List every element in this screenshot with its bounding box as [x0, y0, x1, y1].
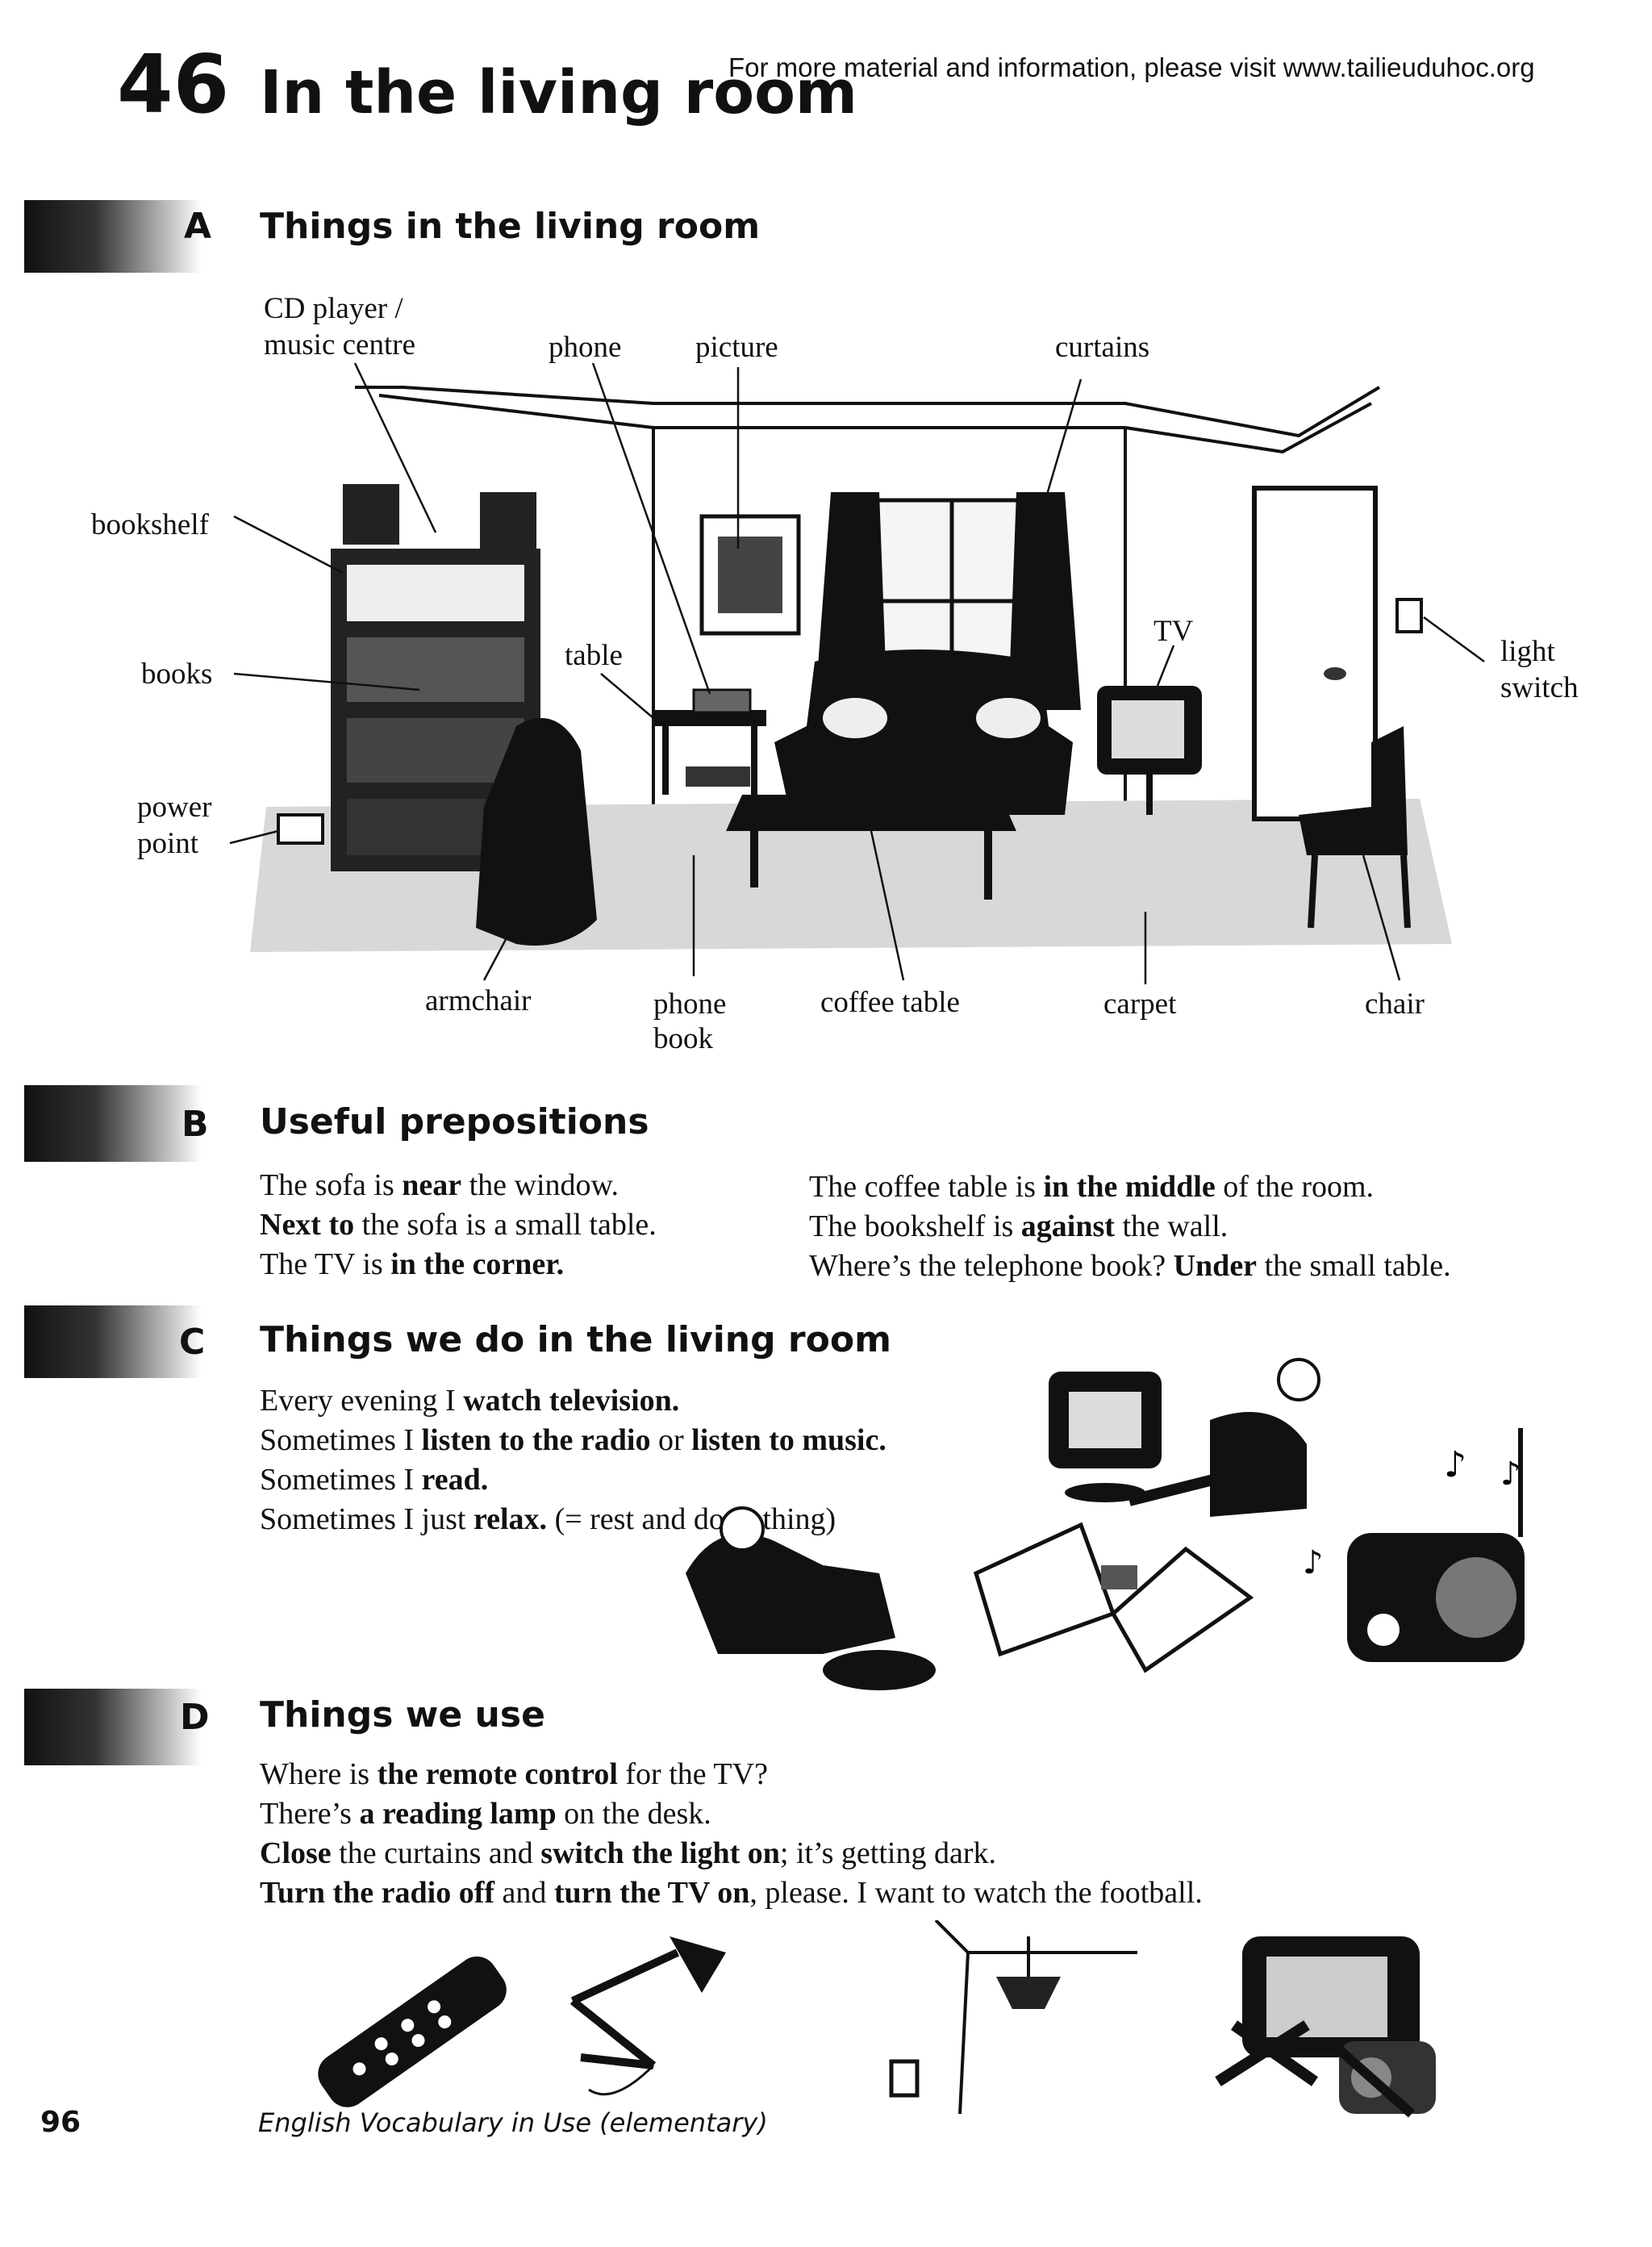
section-b-left-column: The sofa is near the window. Next to the…	[260, 1166, 657, 1284]
label-armchair: armchair	[425, 984, 532, 1017]
prep-line-1: The sofa is near the window.	[260, 1168, 620, 1202]
section-b-bar	[24, 1085, 202, 1162]
section-c-text: Every evening I watch television. Someti…	[260, 1381, 886, 1539]
label-switch: switch	[1500, 671, 1579, 704]
label-curtains: curtains	[1055, 331, 1150, 364]
objects-illustration	[318, 1920, 1436, 2118]
relaxing-person-icon	[686, 1506, 936, 1690]
activities-illustration: ♪ ♪ ♪	[686, 1358, 1525, 1690]
living-room-illustration	[229, 362, 1485, 984]
curtain-right-shape	[1008, 492, 1081, 710]
label-coffee-table: coffee table	[820, 986, 960, 1019]
page-number: 96	[40, 2106, 81, 2139]
section-b-title: Useful prepositions	[260, 1101, 649, 1142]
label-phone-book-2: book	[653, 1022, 713, 1055]
svg-text:♪: ♪	[1500, 1456, 1521, 1493]
label-phone-book-1: phone	[653, 988, 727, 1021]
prep-line-3: The TV is in the corner.	[260, 1247, 565, 1281]
section-c-title: Things we do in the living room	[260, 1319, 891, 1360]
label-carpet: carpet	[1103, 988, 1177, 1021]
light-switch-shape	[1395, 598, 1423, 633]
power-point-shape	[277, 813, 324, 845]
label-music-centre: music centre	[264, 328, 415, 361]
activity-line-4: Sometimes I just relax. (= rest and do n…	[260, 1502, 836, 1536]
svg-text:♪: ♪	[1444, 1444, 1466, 1485]
section-a-letter: A	[184, 206, 212, 247]
tv-watching-icon	[1049, 1358, 1320, 1517]
prep-line-4: The coffee table is in the middle of the…	[809, 1170, 1375, 1204]
use-line-1: Where is the remote control for the TV?	[260, 1757, 768, 1791]
prep-line-5: The bookshelf is against the wall.	[809, 1209, 1229, 1243]
unit-number: 46	[117, 37, 230, 132]
prep-line-2: Next to the sofa is a small table.	[260, 1208, 657, 1242]
section-c-letter: C	[179, 1322, 206, 1363]
sofa-shape	[774, 649, 1073, 815]
section-b-right-column: The coffee table is in the middle of the…	[809, 1167, 1451, 1286]
book-title: English Vocabulary in Use (elementary)	[258, 2107, 768, 2138]
prep-line-6: Where’s the telephone book? Under the sm…	[809, 1249, 1451, 1283]
section-b-letter: B	[181, 1104, 209, 1145]
label-picture: picture	[695, 331, 778, 364]
activity-line-2: Sometimes I listen to the radio or liste…	[260, 1423, 886, 1457]
label-point: point	[137, 827, 199, 860]
unit-title: In the living room	[260, 58, 858, 127]
door-shape	[1252, 486, 1378, 821]
label-phone: phone	[549, 331, 622, 364]
chair-shape	[1299, 726, 1408, 855]
section-d-letter: D	[180, 1697, 210, 1738]
remote-control-icon	[318, 1956, 507, 2107]
svg-text:♪: ♪	[1303, 1544, 1324, 1581]
small-table-shape	[653, 710, 766, 726]
use-line-2: There’s a reading lamp on the desk.	[260, 1797, 711, 1831]
reading-lamp-icon	[569, 1936, 726, 2096]
label-cd-player: CD player /	[264, 292, 403, 325]
use-line-3: Close the curtains and switch the light …	[260, 1836, 996, 1870]
radio-icon: ♪ ♪ ♪	[1303, 1428, 1525, 1662]
ceiling-light-icon	[889, 1920, 1137, 2115]
section-a-bar	[24, 200, 202, 273]
section-d-title: Things we use	[260, 1694, 545, 1735]
label-table: table	[565, 639, 623, 672]
activity-line-1: Every evening I watch television.	[260, 1384, 680, 1418]
label-chair: chair	[1365, 988, 1425, 1021]
label-light: light	[1500, 635, 1555, 668]
tv-radio-off-icon	[1215, 1936, 1436, 2118]
label-books: books	[141, 658, 213, 691]
website-notice: For more material and information, pleas…	[728, 52, 1535, 82]
label-tv: TV	[1153, 615, 1194, 648]
open-book-icon	[973, 1522, 1254, 1673]
use-line-4: Turn the radio off and turn the TV on, p…	[260, 1876, 1203, 1910]
section-c-bar	[24, 1305, 202, 1378]
coffee-table-shape	[726, 795, 1016, 831]
activity-line-3: Sometimes I read.	[260, 1463, 489, 1497]
armchair-shape	[476, 718, 597, 946]
label-power: power	[137, 791, 212, 824]
section-d-text: Where is the remote control for the TV? …	[260, 1755, 1203, 1913]
section-d-bar	[24, 1689, 202, 1765]
label-bookshelf: bookshelf	[91, 508, 209, 541]
section-a-title: Things in the living room	[260, 206, 761, 247]
wall-switch-icon	[889, 2059, 920, 2098]
